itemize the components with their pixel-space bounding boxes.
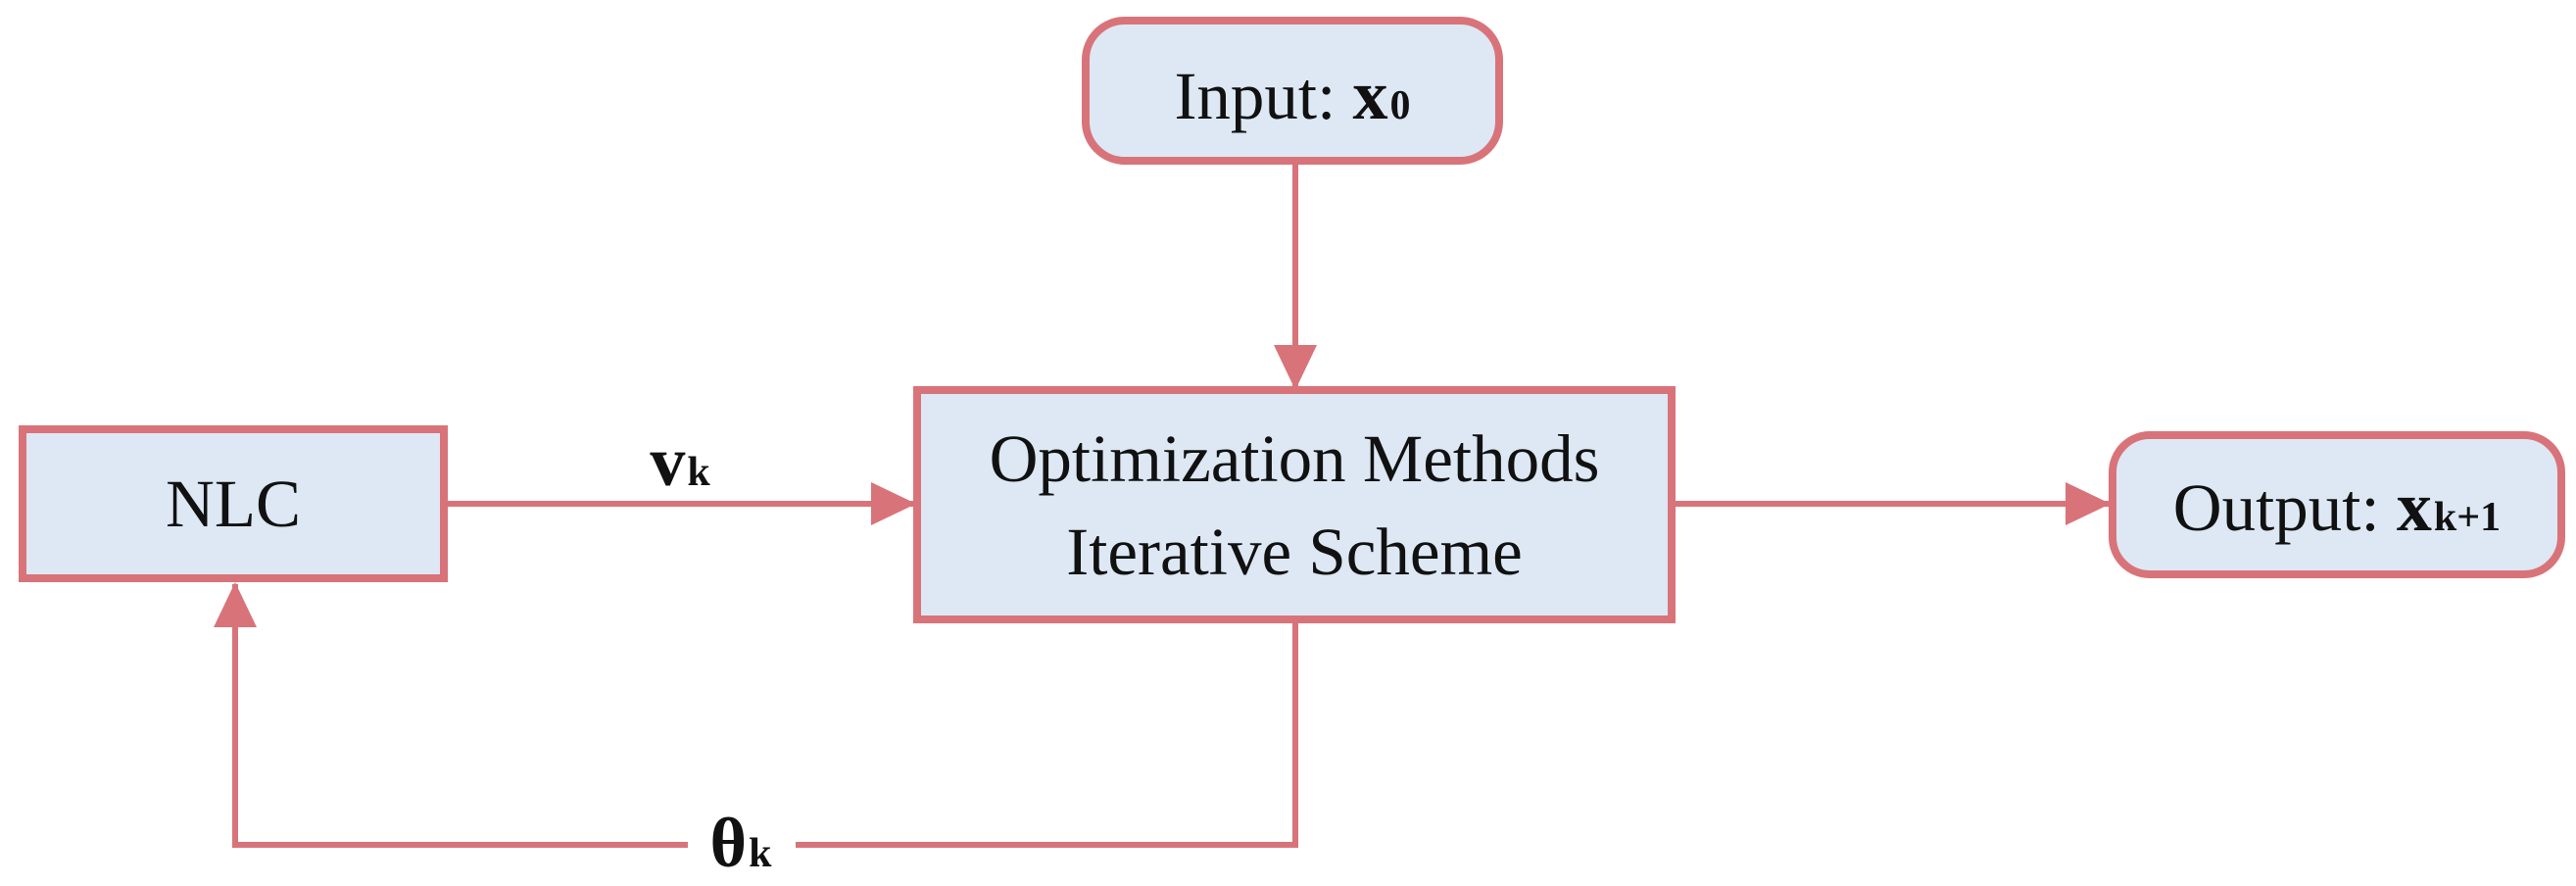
vk-variable: v (650, 422, 685, 501)
output-subscript: k+1 (2434, 495, 2501, 540)
input-prefix: Input: (1174, 59, 1352, 133)
input-variable: x (1353, 56, 1388, 134)
theta-k-variable: θ (710, 804, 748, 882)
input-subscript: 0 (1390, 83, 1411, 128)
output-node: Output: xk+1 (2109, 431, 2565, 578)
optimizer-node: Optimization Methods Iterative Scheme (913, 386, 1676, 623)
theta-k-subscript: k (749, 831, 772, 876)
nlc-label: NLC (166, 467, 301, 541)
nlc-node: NLC (19, 425, 448, 582)
output-variable: x (2397, 468, 2432, 546)
input-node: Input: x0 (1082, 17, 1503, 165)
optimizer-line1: Optimization Methods (990, 421, 1600, 496)
svg-text:vk: vk (650, 422, 710, 501)
svg-text:Output: xk+1: Output: xk+1 (2173, 468, 2501, 546)
svg-text:Input: x0: Input: x0 (1174, 56, 1410, 134)
svg-text:θk: θk (710, 804, 773, 882)
output-prefix: Output: (2173, 470, 2397, 545)
vk-subscript: k (687, 450, 710, 495)
optimizer-line2: Iterative Scheme (1066, 515, 1523, 589)
